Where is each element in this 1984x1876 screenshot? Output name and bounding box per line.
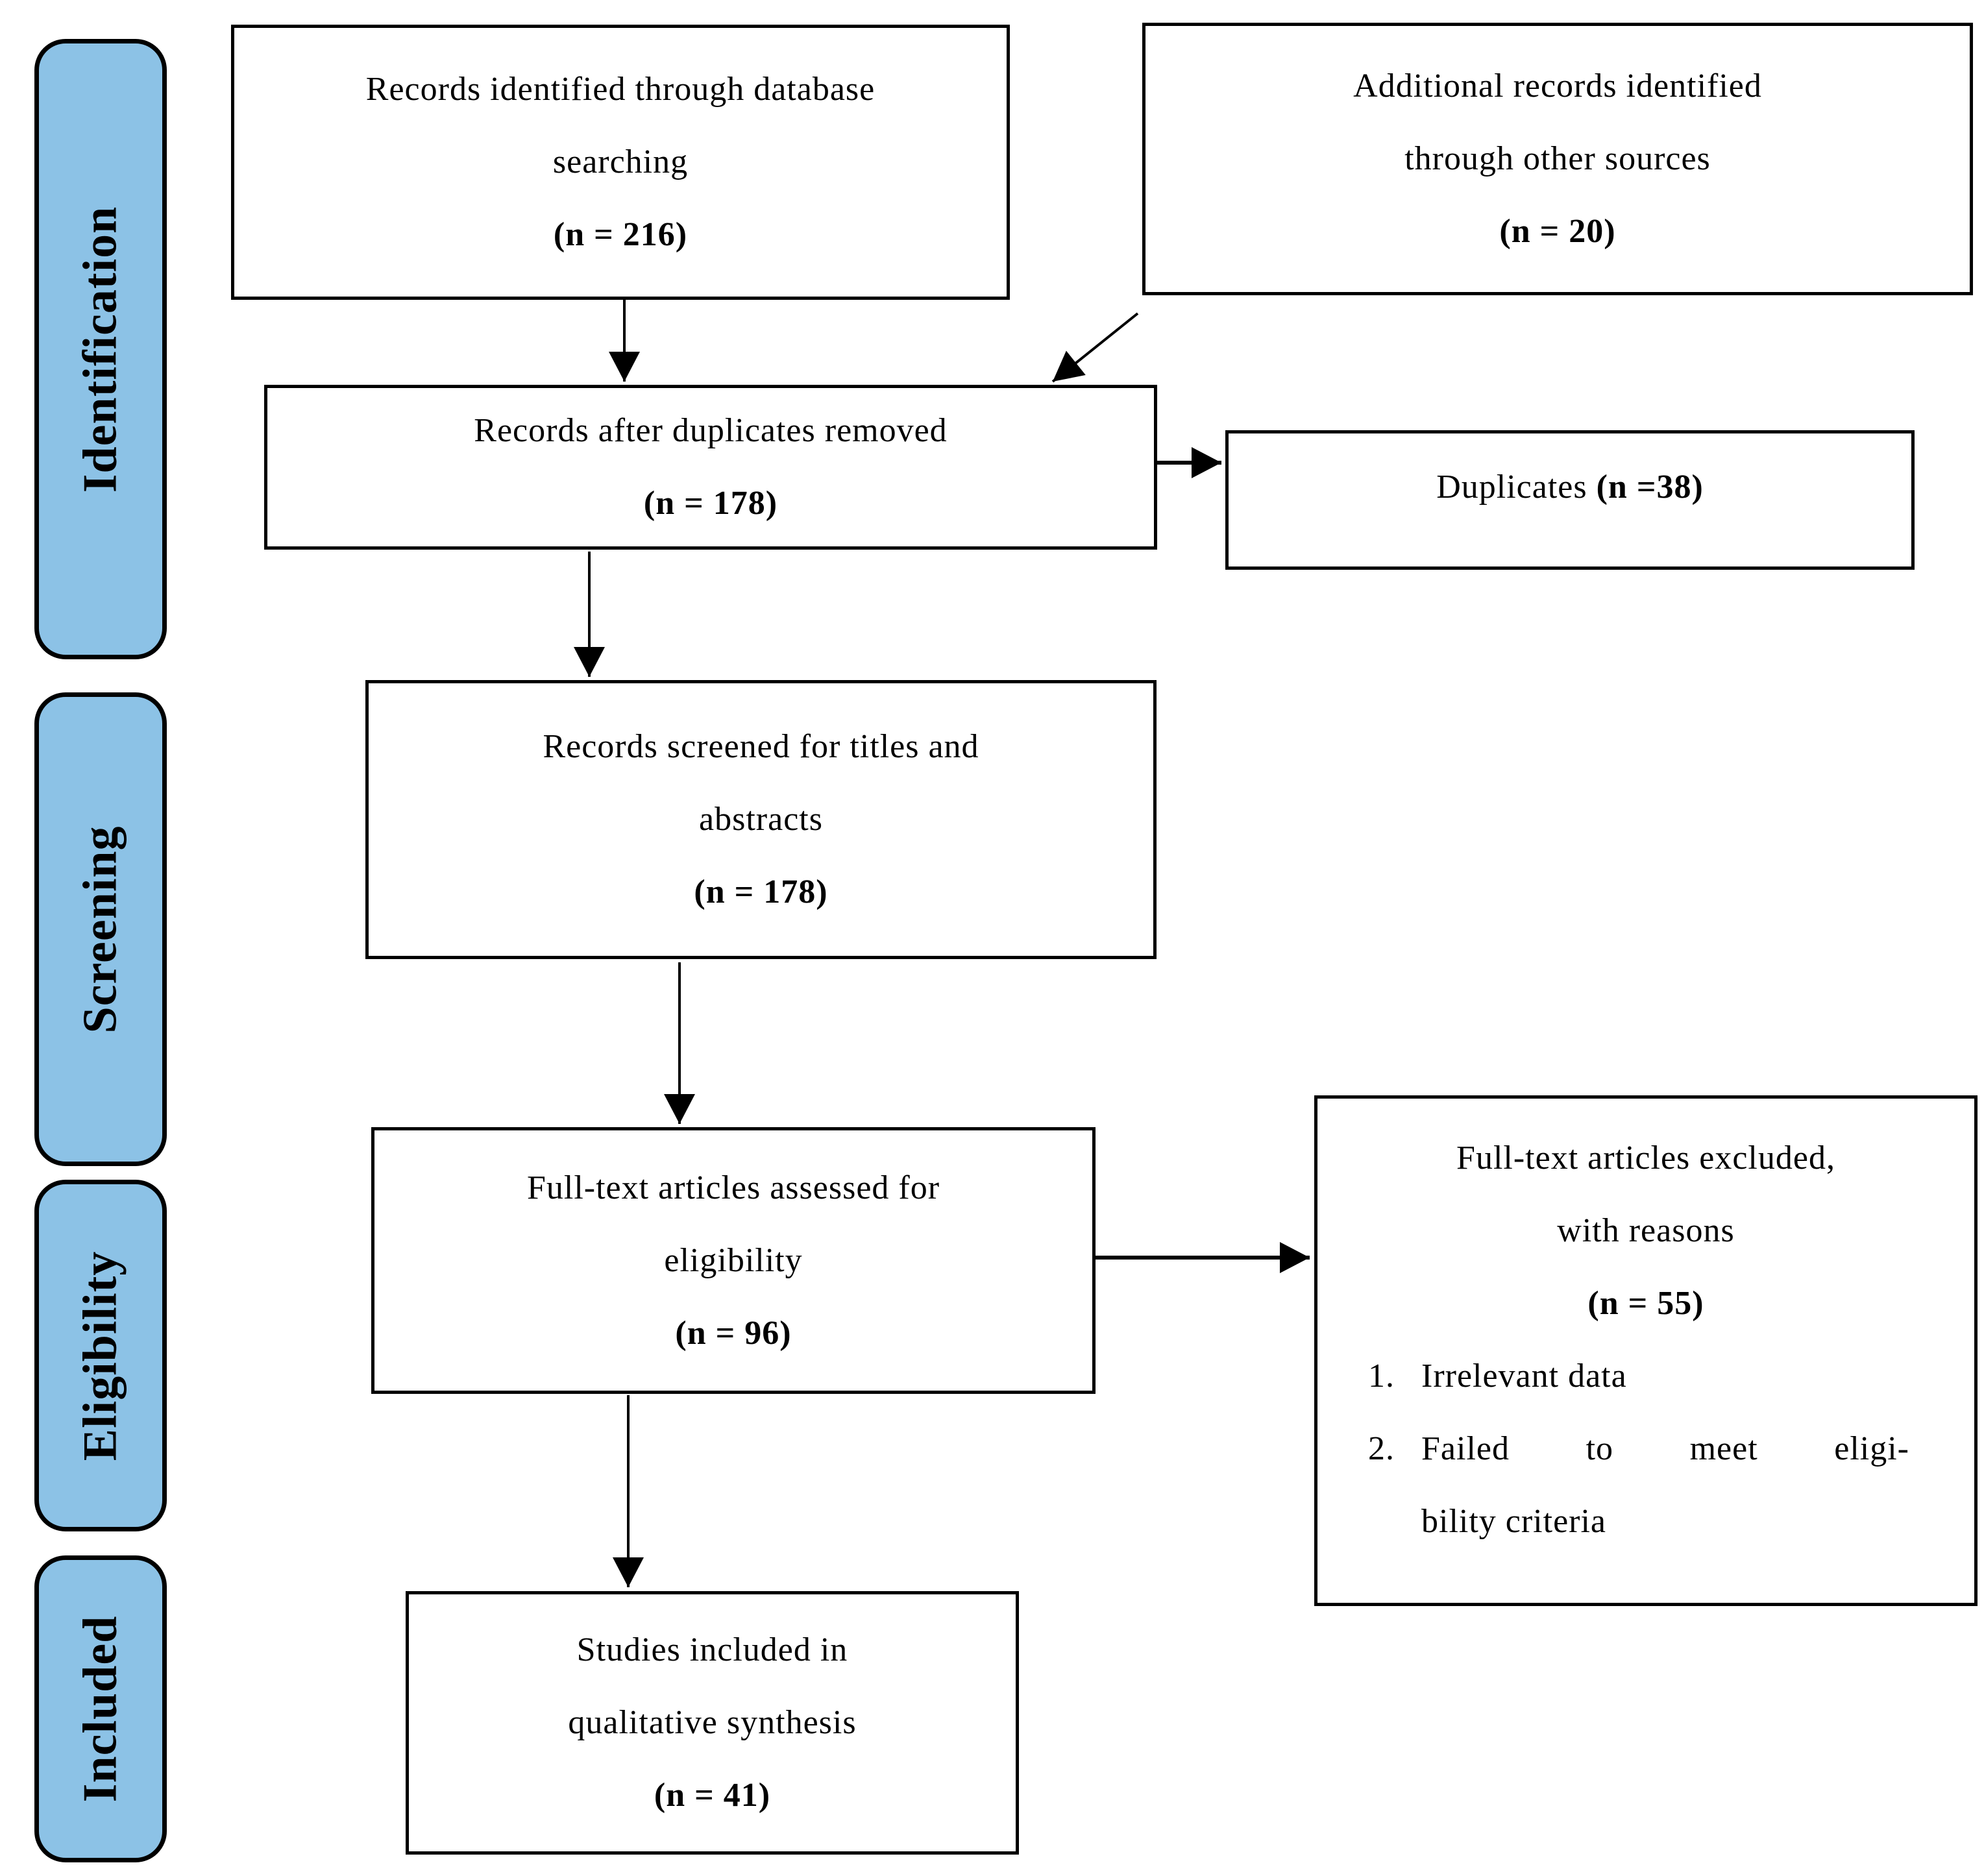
excluded-reason-2: 2. Failed to meet eligi- bility criteria [1317, 1413, 1974, 1558]
arrow-other-sources-to-dedup [1051, 312, 1139, 383]
box-qualitative-synthesis-line2: qualitative synthesis [568, 1704, 857, 1741]
stage-screening-label: Screening [73, 825, 127, 1034]
stage-included-label: Included [73, 1615, 127, 1803]
box-fulltext-excluded-line2: with reasons [1557, 1212, 1735, 1249]
box-duplicates-label: Duplicates [1436, 468, 1587, 506]
box-records-identified-line2: searching [552, 143, 689, 180]
excluded-reason-2-line1: Failed to meet eligi- [1421, 1430, 1909, 1467]
box-records-screened-line2: abstracts [699, 801, 823, 838]
box-duplicates: Duplicates (n =38) [1225, 430, 1915, 570]
box-fulltext-assessed: Full-text articles assessed for eligibil… [371, 1127, 1096, 1394]
box-after-duplicates: Records after duplicates removed (n = 17… [264, 385, 1157, 550]
box-fulltext-excluded-line1: Full-text articles excluded, [1456, 1139, 1835, 1176]
stage-eligibility: Eligibility [34, 1180, 167, 1531]
stage-included: Included [34, 1555, 167, 1862]
box-fulltext-excluded: Full-text articles excluded, with reason… [1314, 1095, 1978, 1606]
box-fulltext-excluded-count: (n = 55) [1587, 1285, 1704, 1322]
box-fulltext-assessed-line2: eligibility [664, 1241, 803, 1279]
box-qualitative-synthesis: Studies included in qualitative synthesi… [406, 1591, 1019, 1855]
excluded-reason-2-text: Failed to meet eligi- bility criteria [1421, 1413, 1909, 1558]
box-duplicates-count: (n =38) [1596, 468, 1704, 506]
box-additional-records-line1: Additional records identified [1353, 67, 1762, 104]
box-after-duplicates-line1: Records after duplicates removed [474, 412, 948, 449]
box-records-identified: Records identified through database sear… [231, 25, 1010, 300]
excluded-reason-1: 1. Irrelevant data [1317, 1340, 1974, 1413]
box-qualitative-synthesis-count: (n = 41) [654, 1777, 771, 1814]
box-additional-records-line2: through other sources [1404, 140, 1711, 177]
box-records-screened-line1: Records screened for titles and [543, 728, 979, 765]
box-fulltext-assessed-line1: Full-text articles assessed for [526, 1169, 940, 1206]
excluded-reason-1-text: Irrelevant data [1421, 1358, 1627, 1395]
stage-identification-label: Identification [73, 206, 127, 493]
box-additional-records-count: (n = 20) [1499, 213, 1616, 250]
box-records-identified-line1: Records identified through database [365, 71, 876, 108]
stage-identification: Identification [34, 39, 167, 659]
box-records-identified-count: (n = 216) [553, 216, 688, 253]
excluded-reason-1-number: 1. [1368, 1358, 1395, 1395]
box-additional-records: Additional records identified through ot… [1142, 23, 1973, 295]
stage-screening: Screening [34, 692, 167, 1166]
box-fulltext-assessed-count: (n = 96) [675, 1314, 792, 1352]
excluded-reason-2-number: 2. [1368, 1430, 1395, 1467]
box-qualitative-synthesis-line1: Studies included in [576, 1631, 848, 1668]
excluded-reason-2-line2: bility criteria [1421, 1503, 1607, 1540]
box-after-duplicates-count: (n = 178) [643, 485, 778, 522]
box-records-screened-count: (n = 178) [694, 873, 828, 910]
stage-eligibility-label: Eligibility [73, 1250, 127, 1461]
box-records-screened: Records screened for titles and abstract… [365, 680, 1157, 959]
